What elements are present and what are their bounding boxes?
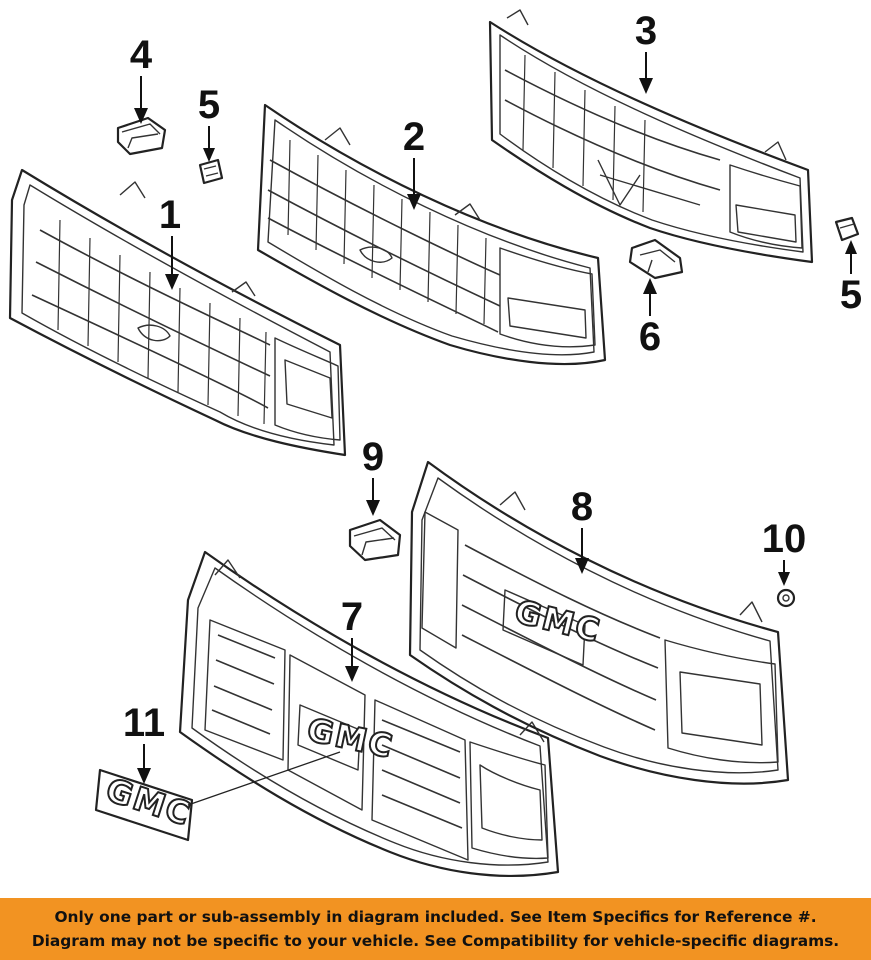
grille-part-3 xyxy=(488,9,814,264)
clip-part-4 xyxy=(116,116,167,156)
callout-number: 5 xyxy=(198,83,220,127)
callout-number: 9 xyxy=(362,435,384,479)
callout-6: 6 xyxy=(639,278,661,359)
disclaimer-line-2: Diagram may not be specific to your vehi… xyxy=(31,932,840,950)
callout-number: 1 xyxy=(159,193,181,237)
callout-number: 2 xyxy=(403,115,425,159)
callout-5b: 5 xyxy=(840,240,862,317)
callout-number: 7 xyxy=(341,595,363,639)
disclaimer-banner: Only one part or sub-assembly in diagram… xyxy=(0,898,871,960)
nut-part-10 xyxy=(776,588,796,608)
grille-part-2 xyxy=(256,103,607,366)
disclaimer-line-1: Only one part or sub-assembly in diagram… xyxy=(54,908,817,926)
callout-3: 3 xyxy=(635,9,657,94)
callout-number: 6 xyxy=(639,315,661,359)
grille-part-1 xyxy=(8,168,347,457)
grille-part-8: GMC xyxy=(408,460,790,785)
retainer-part-5a xyxy=(198,158,224,185)
callout-2: 2 xyxy=(403,115,425,210)
clip-part-9 xyxy=(348,518,402,562)
callout-number: 5 xyxy=(840,273,862,317)
callout-10: 10 xyxy=(762,517,807,586)
callout-7: 7 xyxy=(341,595,363,682)
callout-5a: 5 xyxy=(198,83,220,162)
grille7-badge-text: GMC xyxy=(304,710,398,765)
bracket-part-6 xyxy=(628,238,684,280)
grille-exploded-diagram: GMC GMC xyxy=(8,9,862,878)
callout-number: 3 xyxy=(635,9,657,53)
callout-number: 8 xyxy=(571,485,593,529)
callout-9: 9 xyxy=(362,435,384,516)
callout-number: 10 xyxy=(762,517,807,561)
retainer-part-5b xyxy=(834,216,860,242)
emblem-text: GMC xyxy=(101,770,196,833)
emblem-part-11: GMC xyxy=(94,751,341,842)
grille8-badge-text: GMC xyxy=(511,592,605,650)
grille-part-7: GMC xyxy=(178,550,560,878)
callout-1: 1 xyxy=(159,193,181,290)
callout-11: 11 xyxy=(123,701,165,784)
callout-number: 4 xyxy=(130,33,153,77)
callout-4: 4 xyxy=(130,33,153,124)
callout-8: 8 xyxy=(571,485,593,574)
callout-number: 11 xyxy=(123,701,165,745)
